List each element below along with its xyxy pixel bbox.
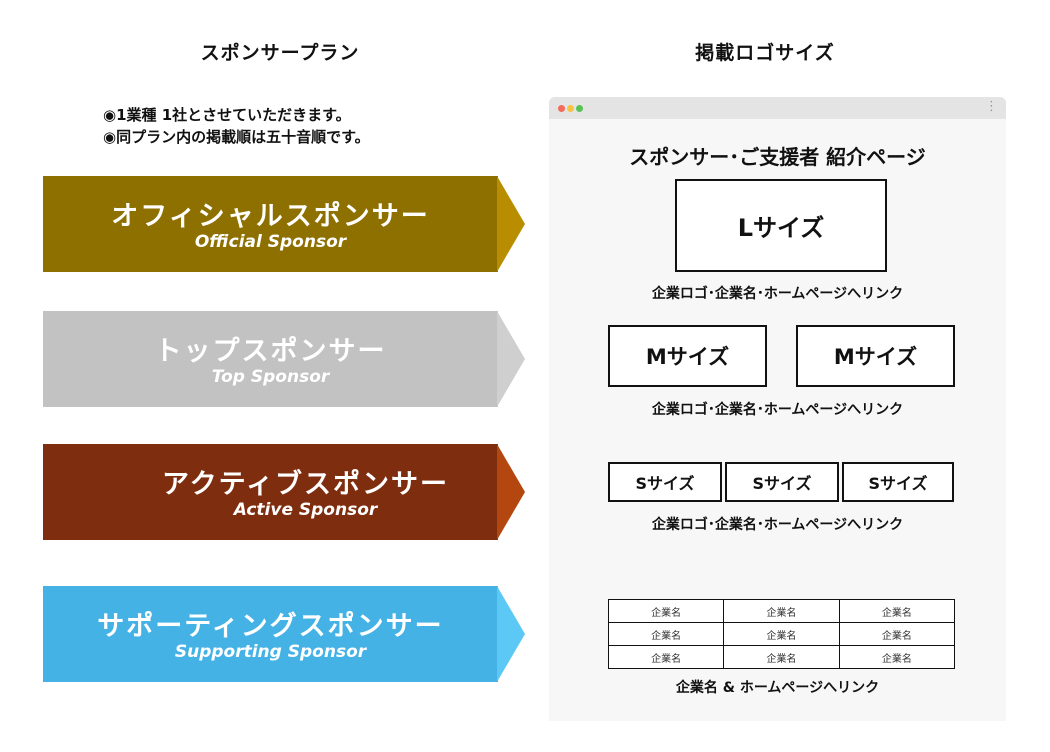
plan-name-ja: オフィシャルスポンサー (111, 201, 430, 232)
plan-arrow-body (43, 311, 498, 407)
note-order: ◉同プラン内の掲載順は五十音順です。 (103, 128, 370, 146)
plan-top-sponsor: トップスポンサー Top Sponsor (43, 311, 525, 407)
logo-box-medium: Mサイズ (796, 325, 955, 387)
arrow-tip-icon (497, 444, 525, 540)
logo-box-medium: Mサイズ (608, 325, 767, 387)
note-one-per-industry: ◉1業種 1社とさせていただきます。 (103, 106, 351, 124)
table-row: 企業名 企業名 企業名 (607, 599, 956, 623)
plan-arrow-body (43, 444, 498, 540)
logo-size-heading: 掲載ロゴサイズ (695, 42, 835, 64)
close-dot-icon (558, 105, 565, 112)
logo-box-small: Sサイズ (608, 462, 722, 502)
company-name-table: 企業名 企業名 企業名 企業名 企業名 企業名 企業名 企業名 企業名 (607, 599, 956, 669)
browser-titlebar: ⋮ (549, 97, 1006, 119)
plan-name-en: Supporting Sponsor (174, 642, 367, 662)
logo-box-small: Sサイズ (725, 462, 839, 502)
plan-name-en: Active Sponsor (233, 500, 378, 520)
table-cell: 企業名 (723, 645, 840, 669)
arrow-tip-icon (497, 176, 525, 272)
plan-name-ja: トップスポンサー (154, 336, 387, 367)
plan-name-ja: アクティブスポンサー (161, 469, 450, 500)
table-cell: 企業名 (838, 645, 956, 669)
table-cell: 企業名 (838, 622, 956, 646)
table-row: 企業名 企業名 企業名 (607, 622, 956, 646)
caption-table: 企業名 & ホームページへリンク (675, 680, 880, 696)
logo-box-large: Lサイズ (675, 179, 887, 272)
table-cell: 企業名 (838, 599, 956, 623)
plan-official-sponsor: オフィシャルスポンサー Official Sponsor (43, 176, 525, 272)
browser-mockup: ⋮ スポンサー･ご支援者 紹介ページ Lサイズ 企業ロゴ･企業名･ホームページへ… (549, 97, 1006, 721)
table-cell: 企業名 (607, 645, 725, 669)
arrow-tip-icon (497, 586, 525, 682)
table-cell: 企業名 (723, 622, 840, 646)
caption-large: 企業ロゴ･企業名･ホームページへリンク (651, 286, 904, 302)
table-cell: 企業名 (607, 622, 725, 646)
notes: ◉1業種 1社とさせていただきます。 ◉同プラン内の掲載順は五十音順です。 (103, 104, 370, 148)
plan-active-sponsor: アクティブスポンサー Active Sponsor (43, 444, 525, 540)
plan-name-ja: サポーティングスポンサー (97, 611, 444, 642)
plan-name-en: Official Sponsor (194, 232, 347, 252)
caption-small: 企業ロゴ･企業名･ホームページへリンク (651, 517, 904, 533)
kebab-menu-icon: ⋮ (985, 99, 998, 114)
plan-arrow-body (43, 176, 498, 272)
table-row: 企業名 企業名 企業名 (607, 645, 956, 669)
arrow-tip-icon (497, 311, 525, 407)
logo-box-small: Sサイズ (842, 462, 954, 502)
caption-medium: 企業ロゴ･企業名･ホームページへリンク (651, 402, 904, 418)
table-cell: 企業名 (723, 599, 840, 623)
plan-arrow-body (43, 586, 498, 682)
plan-supporting-sponsor: サポーティングスポンサー Supporting Sponsor (43, 586, 525, 682)
plan-name-en: Top Sponsor (211, 367, 330, 387)
sponsor-plan-heading: スポンサープラン (200, 42, 360, 64)
table-cell: 企業名 (607, 599, 725, 623)
maximize-dot-icon (576, 105, 583, 112)
page-title: スポンサー･ご支援者 紹介ページ (629, 145, 926, 169)
minimize-dot-icon (567, 105, 574, 112)
